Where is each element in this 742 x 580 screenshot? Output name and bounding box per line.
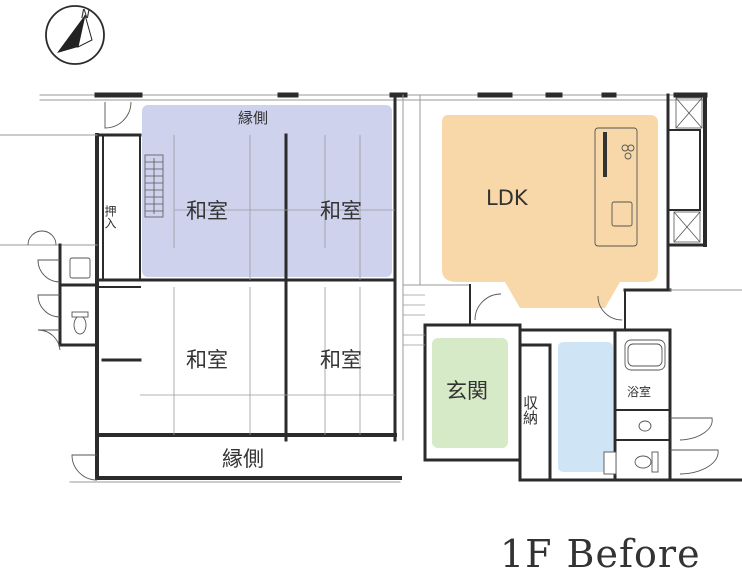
room-label-washitsu-bottom-right: 和室 — [320, 348, 362, 372]
room-label-ldk: LDK — [486, 186, 529, 210]
stairs-icon — [144, 154, 164, 218]
room-label-washitsu-bottom-left: 和室 — [186, 348, 228, 372]
washbasin-right-icon — [603, 451, 617, 475]
door-annex-top-icon — [27, 230, 57, 246]
genkan-area-fill — [432, 338, 508, 448]
kitchen-counter-icon — [594, 127, 638, 247]
room-label-oshiire: 押入 — [103, 205, 117, 229]
room-label-washitsu-top-right: 和室 — [320, 199, 362, 223]
shaft-icons — [673, 97, 703, 243]
door-right-1-icon — [670, 417, 713, 441]
floor-state-label: Before — [566, 532, 701, 576]
door-ldk-right-icon — [597, 295, 623, 321]
room-label-engawa-top: 縁側 — [238, 109, 268, 127]
floor-level-label: 1F — [500, 532, 553, 576]
room-label-shuno: 収納 — [521, 395, 539, 426]
stove-icon — [603, 132, 607, 177]
door-ldk-icon — [474, 293, 502, 321]
fixtures — [69, 127, 666, 475]
door-annex-1-icon — [37, 259, 61, 283]
toilet-small-icon — [638, 420, 652, 432]
door-swings — [27, 101, 719, 481]
sink-icon — [611, 201, 633, 227]
entrance-steps — [403, 294, 425, 346]
toilet-left-icon — [73, 315, 87, 335]
tatami-grid — [140, 135, 395, 435]
door-annex-2-icon — [37, 294, 61, 318]
room-label-engawa-bottom: 縁側 — [222, 447, 264, 471]
ldk-area-fill — [442, 115, 658, 308]
north-arrow-outline — [77, 14, 93, 48]
room-label-genkan: 玄関 — [446, 379, 488, 403]
compass: N — [45, 5, 105, 65]
north-arrow-icon — [57, 15, 85, 53]
washitsu-area-fill — [142, 105, 392, 277]
floor-title: 1F Before — [500, 532, 701, 576]
door-right-2-icon — [670, 449, 719, 475]
room-label-yokushitsu: 浴室 — [627, 384, 651, 399]
door-annex-3-icon — [37, 329, 61, 351]
door-bottom-left-icon — [71, 454, 98, 481]
bathtub-icon — [624, 339, 666, 371]
bath-area-fill — [558, 342, 613, 472]
compass-circle — [45, 5, 105, 65]
room-label-washitsu-top-left: 和室 — [186, 199, 228, 223]
door-top-left-icon — [104, 101, 132, 129]
toilet-right-icon — [634, 455, 652, 469]
compass-north-label: N — [81, 7, 90, 21]
washbasin-left-icon — [69, 257, 91, 279]
